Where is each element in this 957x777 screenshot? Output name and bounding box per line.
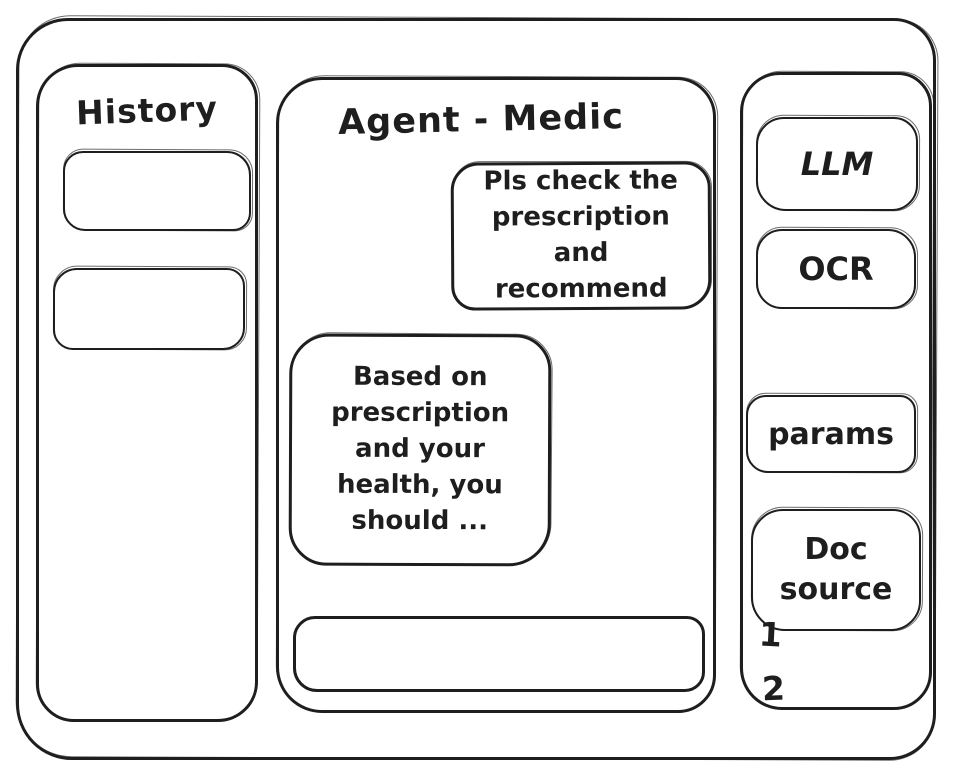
- history-panel-title: History: [75, 88, 219, 133]
- doc-source-item-2[interactable]: 2: [761, 668, 786, 709]
- history-panel: History: [36, 64, 258, 722]
- doc-source-item-1[interactable]: 1: [757, 614, 783, 655]
- chat-title: Agent - Medic: [337, 97, 625, 143]
- history-item[interactable]: [63, 151, 251, 231]
- chat-panel: Agent - Medic Pls check the prescription…: [276, 77, 716, 713]
- tool-doc-source-button[interactable]: Doc source: [751, 509, 921, 631]
- message-input[interactable]: [293, 616, 705, 692]
- tool-params-button[interactable]: params: [746, 395, 916, 473]
- user-message-bubble: Pls check the prescription and recommend: [450, 161, 712, 311]
- tools-panel: LLM OCR params Doc source 1 2: [740, 72, 932, 710]
- tool-llm-button[interactable]: LLM: [756, 117, 918, 211]
- history-item[interactable]: [53, 268, 245, 350]
- assistant-message-bubble: Based on prescription and your health, y…: [288, 333, 552, 567]
- tool-ocr-button[interactable]: OCR: [756, 229, 916, 309]
